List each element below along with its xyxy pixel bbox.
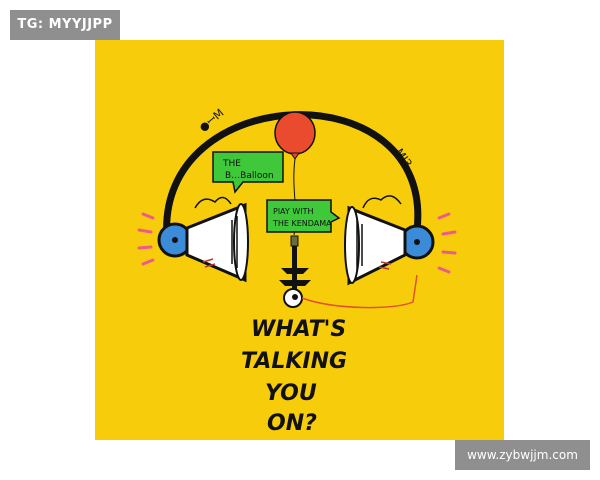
left-speaker-earcup [137,196,249,283]
red-balloon [274,111,316,155]
lettering-line-3: YOU [265,381,317,406]
lettering-line-2: TALKING [241,349,347,374]
svg-text:●ꟷM: ●ꟷM [197,106,227,134]
channel-tag-badge: TG: MYYJJPP [10,10,120,40]
bubble-left-line2: B…Balloon [225,171,274,181]
speech-bubble-left: THE B…Balloon [212,151,284,194]
lettering-line-4: ON? [267,411,317,436]
hand-lettering: WHAT'S TALKING YOU ON? [241,317,347,436]
bubble-right-line1: PlAY WITH [273,207,314,216]
right-speaker-earcup [344,195,457,286]
bubble-left-line1: THE [222,159,241,169]
speech-bubble-right: PlAY WITH THE KENDAMA [266,199,341,233]
headphones-illustration: ●ꟷM MIЗ THE B…Balloon PlAY WITH THE KEND… [137,106,457,436]
site-watermark: www.zybwjjm.com [455,440,590,470]
kendama-toy [279,235,418,309]
lettering-line-1: WHAT'S [251,317,346,342]
bubble-right-line2: THE KENDAMA [272,219,332,228]
illustration-artwork: ●ꟷM MIЗ THE B…Balloon PlAY WITH THE KEND… [95,40,504,440]
